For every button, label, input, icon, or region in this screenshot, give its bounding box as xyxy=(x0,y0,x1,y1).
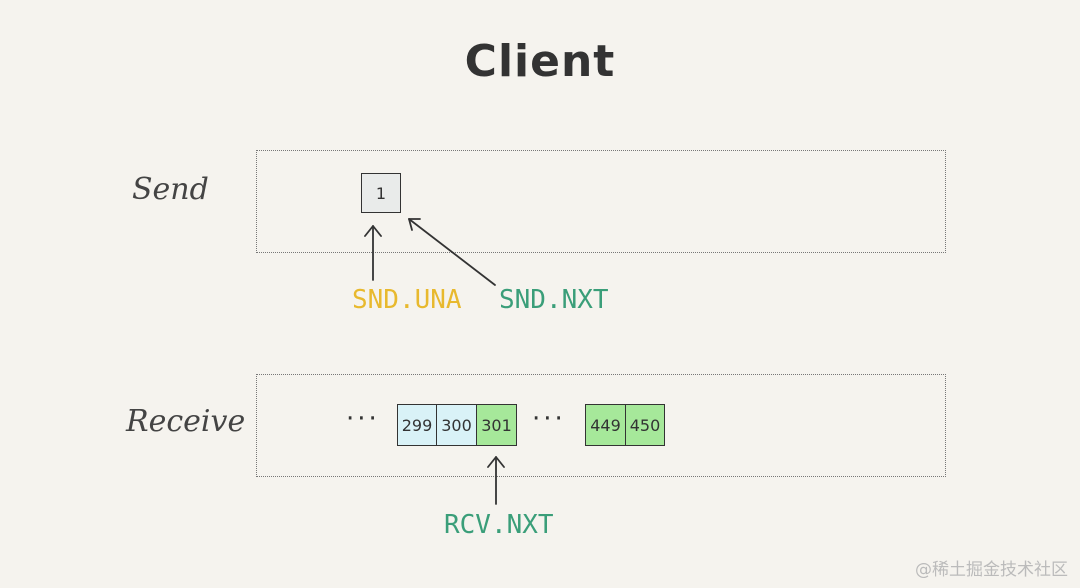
middle-ellipsis: ··· xyxy=(532,404,566,434)
receive-buffer xyxy=(256,374,946,477)
receive-row-label: Receive xyxy=(126,404,246,439)
snd-nxt-arrow xyxy=(408,218,496,286)
receive-cell-301: 301 xyxy=(476,404,517,446)
watermark: @稀土掘金技术社区 xyxy=(915,560,1068,580)
snd-nxt-label: SND.NXT xyxy=(499,285,609,315)
leading-ellipsis: ··· xyxy=(346,404,380,434)
snd-una-label: SND.UNA xyxy=(352,285,462,315)
send-cell-1: 1 xyxy=(361,173,401,213)
diagram-title: Client xyxy=(464,36,616,87)
receive-cell-450: 450 xyxy=(625,404,665,446)
rcv-nxt-label: RCV.NXT xyxy=(444,510,554,540)
send-buffer xyxy=(256,150,946,253)
snd-una-arrow xyxy=(364,225,382,281)
receive-cell-449: 449 xyxy=(585,404,626,446)
rcv-nxt-arrow xyxy=(487,456,505,505)
send-row-label: Send xyxy=(132,172,209,207)
